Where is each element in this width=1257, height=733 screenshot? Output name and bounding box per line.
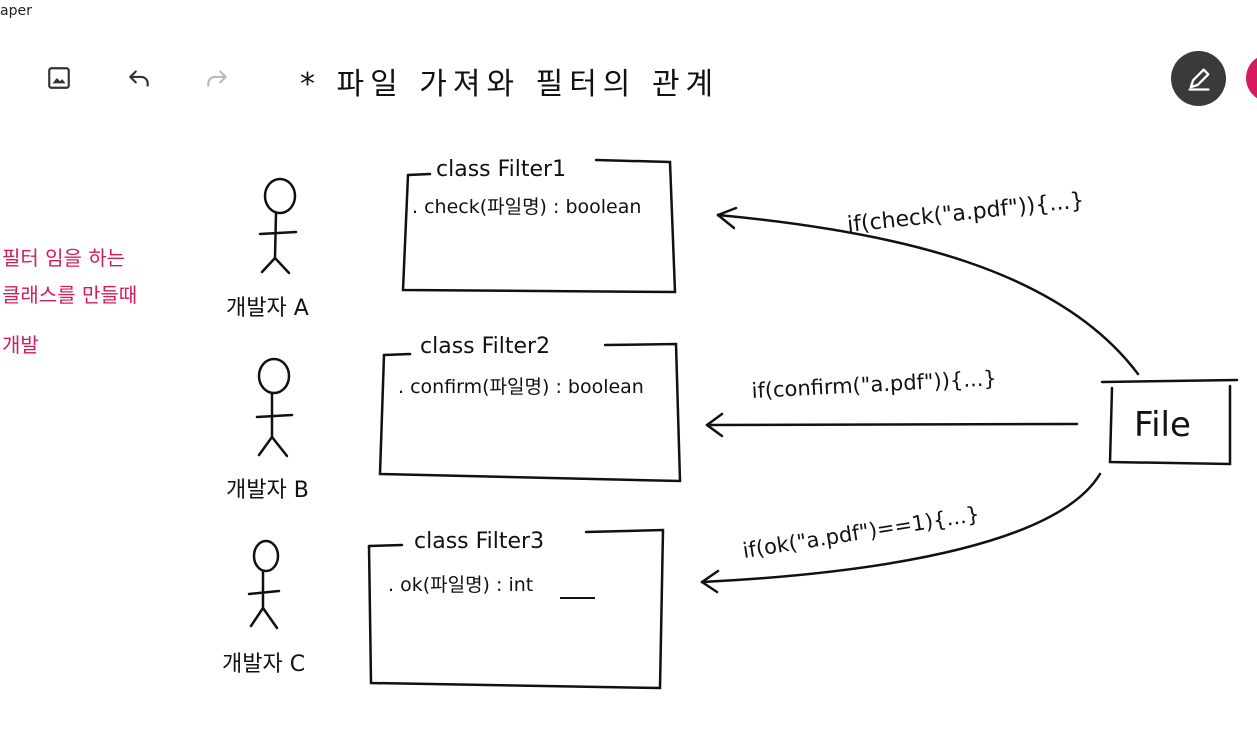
class-filter3-name: class Filter3 — [414, 529, 544, 554]
arrow-to-filter3 — [700, 472, 1102, 594]
developer-c-label: 개발자 C — [222, 652, 305, 677]
image-frame-icon — [48, 67, 70, 89]
redo-button[interactable] — [197, 58, 237, 98]
app-title: aper — [0, 3, 32, 19]
pen-edit-icon — [1188, 68, 1209, 91]
class-filter1-method: . check(파일명) : boolean — [412, 196, 641, 218]
arrow-to-filter1 — [716, 206, 1140, 376]
call-check-label: if(check("a.pdf")){...} — [846, 188, 1085, 238]
class-filter2-name: class Filter2 — [420, 334, 550, 359]
class-box-filter3 — [367, 528, 665, 690]
pen-tool-button[interactable] — [1171, 51, 1226, 106]
side-note-line-2: 클래스를 만들때 — [2, 283, 137, 307]
note-title: * 파일 가져와 필터의 관계 — [300, 67, 720, 102]
undo-button[interactable] — [119, 58, 159, 98]
developer-b-label: 개발자 B — [226, 478, 309, 503]
redo-arrow-icon — [207, 70, 227, 87]
file-box — [1100, 378, 1239, 466]
ink-color-button[interactable] — [1246, 54, 1257, 102]
class-filter1-name: class Filter1 — [436, 157, 566, 182]
file-box-label: File — [1134, 405, 1191, 445]
class-filter3-method: . ok(파일명) : int — [388, 574, 533, 596]
arrow-to-filter2 — [705, 412, 1079, 438]
developer-a-label: 개발자 A — [226, 296, 309, 321]
class-filter2-method: . confirm(파일명) : boolean — [398, 376, 644, 398]
class-box-filter2 — [378, 342, 682, 483]
stick-figure-b-icon — [255, 357, 294, 458]
stick-figure-c-icon — [247, 539, 281, 630]
side-note-line-3: 개발 — [2, 333, 39, 357]
undo-arrow-icon — [129, 70, 149, 87]
insert-image-button[interactable] — [39, 58, 79, 98]
side-note-line-1: 필터 임을 하는 — [2, 246, 125, 270]
call-confirm-label: if(confirm("a.pdf")){...} — [751, 366, 997, 403]
stick-figure-a-icon — [258, 177, 298, 275]
toolbar — [0, 40, 1257, 116]
class-box-filter1 — [401, 158, 677, 294]
